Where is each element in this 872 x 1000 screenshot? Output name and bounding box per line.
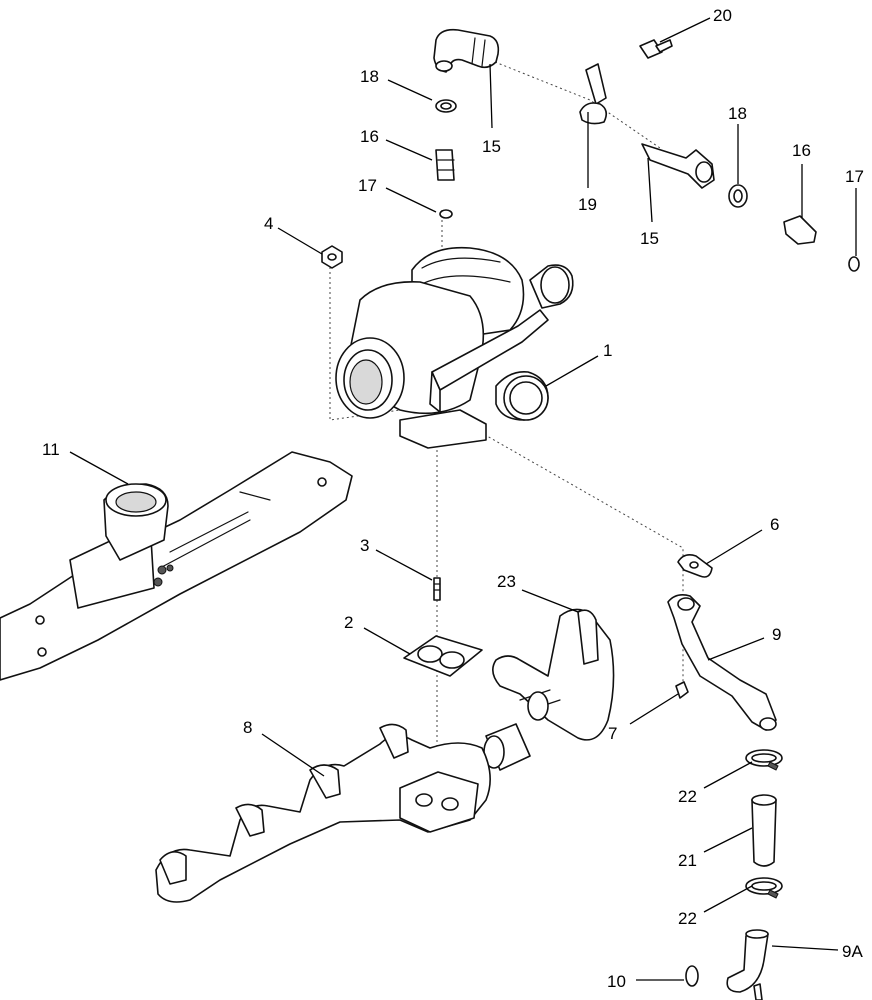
callout-1: 1 (603, 341, 612, 360)
gasket-1 (503, 375, 549, 421)
hose-clamp-22-lower (745, 877, 783, 899)
callout-16: 16 (360, 127, 379, 146)
callout-8: 8 (243, 718, 252, 737)
callout-15: 15 (482, 137, 501, 156)
exhaust-manifold-23 (492, 608, 615, 741)
exhaust-manifold-8 (155, 723, 491, 903)
sealing-washer-18-left (435, 99, 457, 113)
callout-9: 9 (772, 625, 781, 644)
callout-4: 4 (264, 214, 273, 233)
oil-drain-tube-9 (667, 594, 777, 731)
manifold-sleeve (483, 723, 531, 771)
o-ring-17-left (439, 209, 453, 219)
adapter-fitting-16-left (435, 149, 455, 181)
bolt-7 (675, 681, 689, 699)
callout-11: 11 (42, 440, 60, 459)
callout-6: 6 (770, 515, 779, 534)
callout-19: 19 (578, 195, 597, 214)
sealing-washer-18-right (728, 184, 748, 208)
callout-21: 21 (678, 851, 697, 870)
nut-4 (321, 245, 343, 269)
callout-22: 22 (678, 909, 697, 928)
callout-labels: 20 18 16 17 15 19 15 18 16 17 4 1 11 3 6… (42, 6, 864, 991)
stud-3 (433, 577, 441, 601)
callout-16: 16 (792, 141, 811, 160)
callout-9a: 9A (842, 942, 863, 961)
callout-7: 7 (608, 724, 617, 743)
adapter-fitting-16-right (783, 215, 817, 245)
o-ring-10 (685, 965, 699, 987)
callout-3: 3 (360, 536, 369, 555)
hose-21 (751, 794, 777, 867)
oil-feed-line-upper (433, 28, 500, 73)
callout-10: 10 (607, 972, 626, 991)
callout-23: 23 (497, 572, 516, 591)
bolt-20 (639, 39, 673, 59)
o-ring-17-right (848, 256, 860, 272)
callout-18: 18 (360, 67, 379, 86)
intake-manifold-11 (0, 451, 353, 681)
oil-feed-line-lower (641, 143, 715, 189)
leader-lines (69, 17, 857, 981)
gasket-2 (403, 635, 483, 677)
callout-17: 17 (845, 167, 864, 186)
turbocharger-1 (335, 246, 574, 449)
hose-clamp-22-upper (745, 749, 783, 771)
callout-17: 17 (358, 176, 377, 195)
gasket-6 (677, 554, 713, 578)
elbow-tube-9a (726, 929, 769, 1000)
callout-18: 18 (728, 104, 747, 123)
callout-20: 20 (713, 6, 732, 25)
callout-15: 15 (640, 229, 659, 248)
clip-19 (579, 63, 608, 125)
callout-2: 2 (344, 613, 353, 632)
callout-22: 22 (678, 787, 697, 806)
